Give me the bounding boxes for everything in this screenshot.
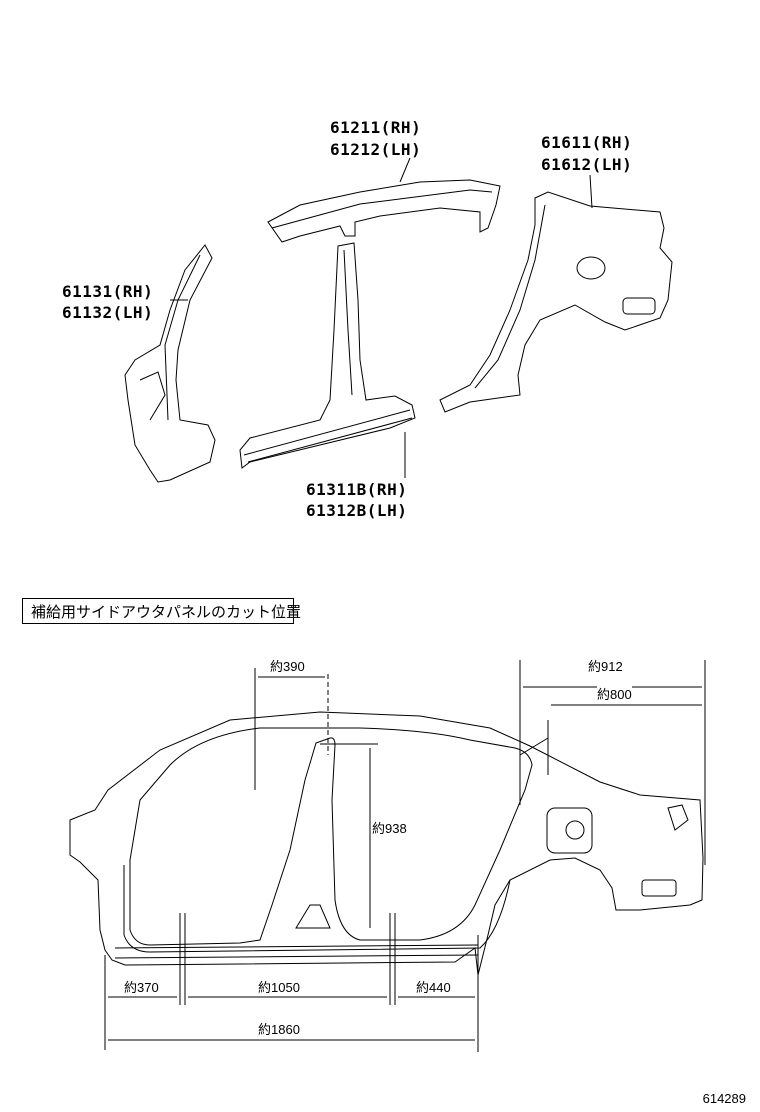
part-number-61131: 61131(RH) bbox=[62, 282, 154, 301]
front-pillar-drawing bbox=[124, 244, 216, 483]
part-number-61612: 61612(LH) bbox=[541, 155, 633, 174]
side-outer-panel-drawing bbox=[69, 711, 704, 976]
dim-center-pillar: 約938 bbox=[372, 818, 407, 837]
dim-rocker-total: 約1860 bbox=[258, 1019, 300, 1038]
part-number-61212: 61212(LH) bbox=[330, 140, 422, 159]
part-number-61312B: 61312B(LH) bbox=[306, 501, 408, 520]
leader-roof-rail bbox=[399, 157, 411, 183]
dim-quarter-912: 約912 bbox=[588, 656, 623, 675]
dim-roof-front: 約390 bbox=[270, 656, 305, 675]
leader-quarter bbox=[589, 174, 593, 209]
roof-side-rail-drawing bbox=[267, 179, 501, 243]
dim-rocker-middle: 約1050 bbox=[258, 977, 300, 996]
part-number-61611: 61611(RH) bbox=[541, 133, 633, 152]
part-number-61132: 61132(LH) bbox=[62, 303, 154, 322]
dim-rocker-front: 約370 bbox=[124, 977, 159, 996]
part-number-61311B: 61311B(RH) bbox=[306, 480, 408, 499]
illustration-code: 614289 bbox=[702, 1091, 746, 1106]
dim-rocker-rear: 約440 bbox=[416, 977, 451, 996]
cut-position-title: 補給用サイドアウタパネルのカット位置 bbox=[22, 598, 301, 624]
center-pillar-rocker-drawing bbox=[239, 242, 416, 469]
part-number-61211: 61211(RH) bbox=[330, 118, 422, 137]
dim-quarter-800: 約800 bbox=[597, 684, 632, 703]
quarter-panel-drawing bbox=[439, 191, 673, 413]
dimension-lines bbox=[104, 660, 706, 1052]
